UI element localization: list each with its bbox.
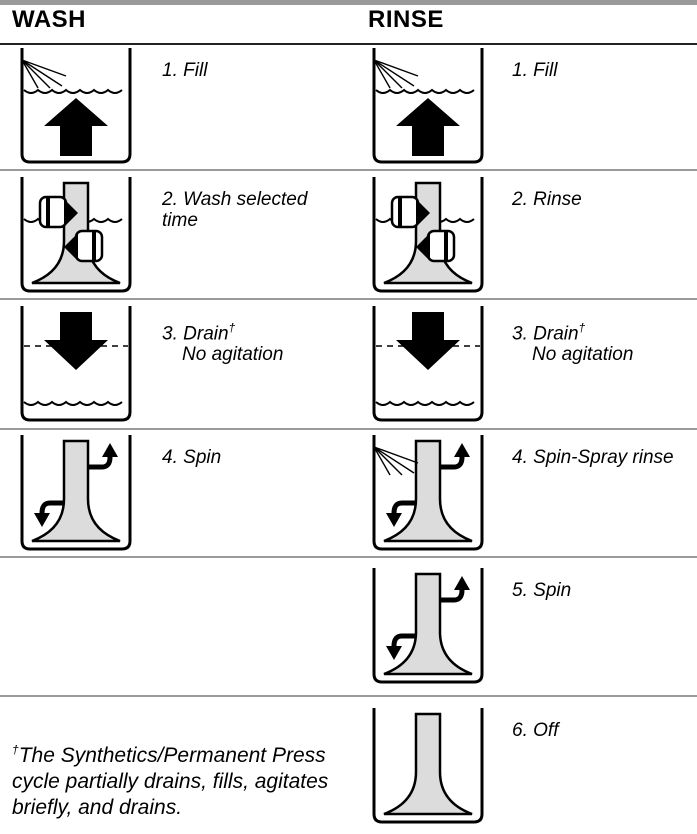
rinse-step-4: 4. Spin-Spray rinse bbox=[512, 447, 674, 468]
rinse-step-1: 1. Fill bbox=[512, 60, 558, 81]
row-divider bbox=[0, 428, 697, 430]
wash-step-1: 1. Fill bbox=[162, 60, 208, 81]
spin-icon bbox=[16, 433, 136, 553]
row-divider bbox=[0, 695, 697, 697]
footnote: †The Synthetics/Permanent Press cycle pa… bbox=[12, 737, 332, 821]
row-divider bbox=[0, 298, 697, 300]
footnote-text: The Synthetics/Permanent Press cycle par… bbox=[12, 744, 329, 819]
row-divider bbox=[0, 556, 697, 558]
row-divider bbox=[0, 169, 697, 171]
header-rule bbox=[0, 43, 697, 45]
drain-icon bbox=[16, 304, 136, 424]
rinse-step-6: 6. Off bbox=[512, 720, 559, 741]
top-rule bbox=[0, 0, 697, 5]
agitate-icon bbox=[16, 175, 136, 295]
footnote-dagger: † bbox=[12, 743, 19, 757]
spin-icon bbox=[368, 566, 488, 686]
rinse-step-5: 5. Spin bbox=[512, 580, 572, 601]
fill-icon bbox=[368, 46, 488, 166]
rinse-heading: RINSE bbox=[368, 6, 444, 33]
wash-step-2: 2. Wash selected time bbox=[162, 189, 308, 231]
rinse-step-3: 3. Drain† No agitation bbox=[512, 321, 634, 366]
drain-icon bbox=[368, 304, 488, 424]
rinse-step-2: 2. Rinse bbox=[512, 189, 582, 210]
wash-heading: WASH bbox=[12, 6, 86, 33]
agitate-icon bbox=[368, 175, 488, 295]
agitator-off-icon bbox=[368, 706, 488, 826]
wash-step-3: 3. Drain† No agitation bbox=[162, 321, 284, 366]
spin-spray-icon bbox=[368, 433, 488, 553]
fill-icon bbox=[16, 46, 136, 166]
wash-step-4: 4. Spin bbox=[162, 447, 222, 468]
